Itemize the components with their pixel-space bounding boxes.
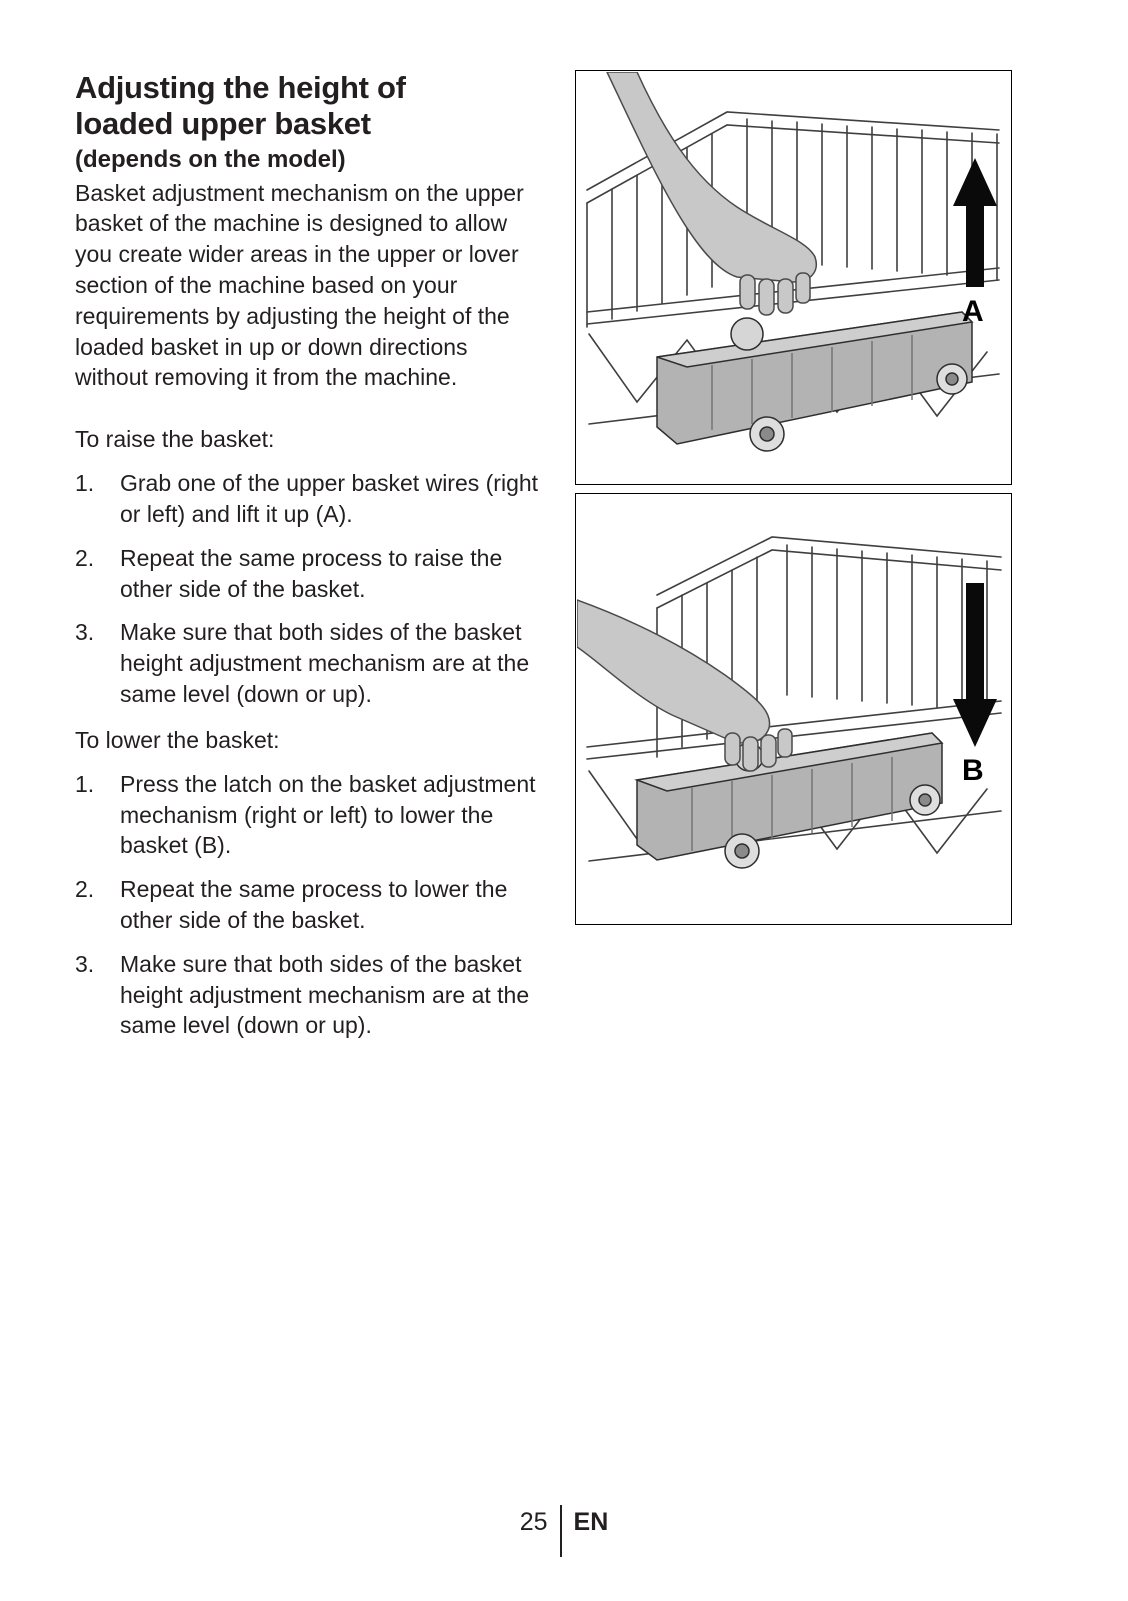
step-number: 1.: [75, 470, 95, 497]
footer-divider: [559, 1505, 562, 1557]
figure-label-b: B: [962, 754, 984, 787]
list-item: 1. Press the latch on the basket adjustm…: [75, 769, 545, 861]
figure-label-a: A: [962, 295, 984, 328]
step-text: Make sure that both sides of the basket …: [120, 619, 530, 707]
arrow-up-icon: [953, 158, 997, 287]
intro-paragraph: Basket adjustment mechanism on the upper…: [75, 179, 524, 391]
basket-illustration-raise: [586, 72, 1000, 452]
step-number: 2.: [75, 876, 95, 903]
figure-lower-basket: B: [575, 493, 1012, 925]
list-item: 2. Repeat the same process to lower the …: [75, 874, 545, 936]
adjustment-mechanism: [656, 311, 974, 452]
page-footer: 25 EN: [0, 1505, 1128, 1557]
page-title-line2: loaded upper basket: [75, 106, 371, 142]
lower-heading: To lower the basket:: [75, 726, 280, 753]
step-number: 3.: [75, 950, 95, 977]
step-text: Press the latch on the basket adjustment…: [120, 770, 536, 859]
list-item: 2. Repeat the same process to raise the …: [75, 543, 545, 605]
raise-heading: To raise the basket:: [75, 426, 275, 453]
page-subtitle: (depends on the model): [75, 145, 346, 173]
basket-illustration-lower: [577, 536, 1002, 869]
hand-illustration: [606, 72, 817, 316]
language-code: EN: [573, 1508, 609, 1536]
step-text: Repeat the same process to raise the oth…: [120, 544, 503, 602]
step-number: 3.: [75, 619, 95, 646]
adjustment-mechanism: [634, 732, 944, 869]
figure-column: A: [575, 70, 1012, 1041]
latch-knob: [730, 317, 764, 351]
figure-raise-basket: A: [575, 70, 1012, 485]
hand-illustration: [577, 599, 793, 772]
list-item: 3. Make sure that both sides of the bask…: [75, 617, 545, 709]
arrow-down-icon: [953, 583, 997, 747]
step-number: 2.: [75, 544, 95, 571]
lower-steps-list: 1. Press the latch on the basket adjustm…: [75, 769, 545, 1042]
list-item: 3. Make sure that both sides of the bask…: [75, 949, 545, 1041]
list-item: 1. Grab one of the upper basket wires (r…: [75, 468, 545, 530]
page-title-line1: Adjusting the height of: [75, 70, 406, 105]
step-text: Grab one of the upper basket wires (righ…: [120, 470, 539, 527]
raise-steps-list: 1. Grab one of the upper basket wires (r…: [75, 468, 545, 710]
step-text: Repeat the same process to lower the oth…: [120, 876, 508, 933]
page-number: 25: [519, 1508, 548, 1536]
step-number: 1.: [75, 770, 95, 797]
step-text: Make sure that both sides of the basket …: [120, 950, 530, 1039]
